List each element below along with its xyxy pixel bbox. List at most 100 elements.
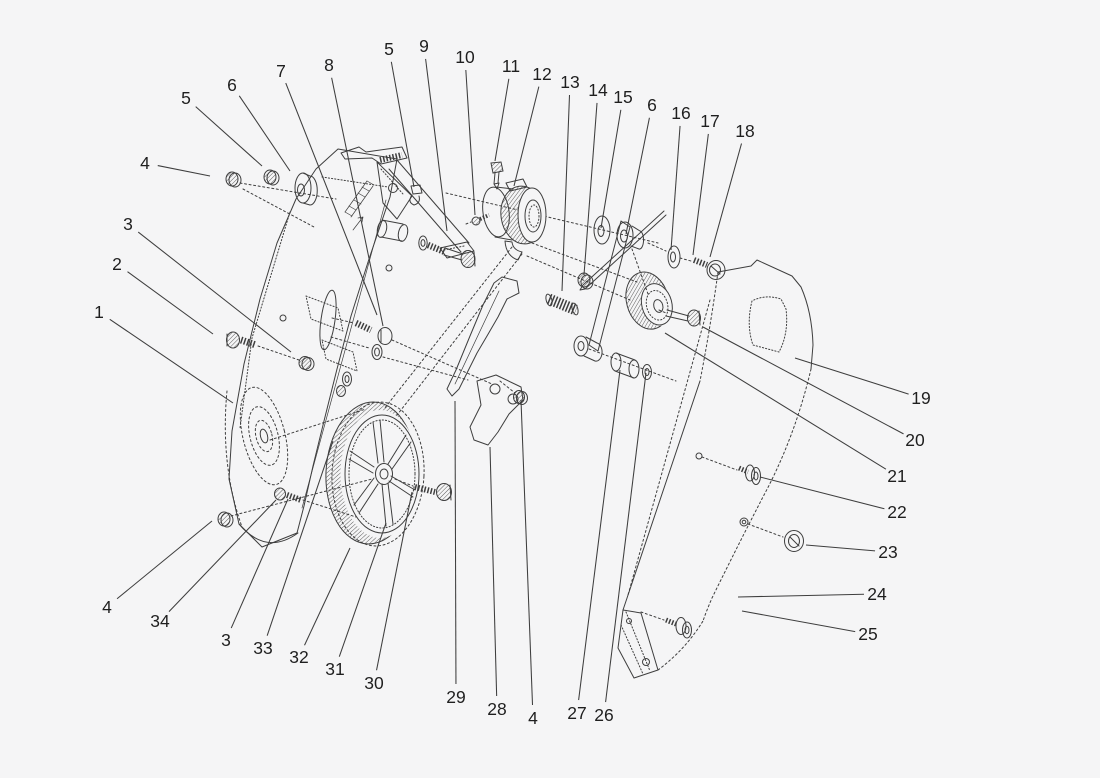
- top-bracket-assembly: [340, 146, 475, 259]
- belt-cover: [617, 259, 814, 679]
- callout-label-8: 8: [324, 55, 334, 75]
- leader-line-27: [578, 369, 621, 701]
- leader-line-4: [157, 165, 211, 177]
- bolt-11: [490, 161, 504, 190]
- callout-label-3: 3: [123, 214, 133, 234]
- blade-bracket-29: [446, 276, 520, 397]
- idler-arm: [588, 220, 631, 352]
- pulley-bolt: [687, 309, 701, 327]
- spacer-27: [610, 352, 640, 379]
- engine-pulley-assembly: [465, 161, 547, 261]
- leader-line-30: [376, 491, 413, 671]
- callout-label-3: 3: [221, 630, 231, 650]
- callout-label-34: 34: [150, 611, 170, 631]
- callout-label-21: 21: [887, 466, 906, 486]
- callout-label-25: 25: [858, 624, 877, 644]
- callout-label-16: 16: [671, 103, 690, 123]
- pivot-boss: [573, 335, 603, 362]
- clip-pin-5: [409, 184, 423, 206]
- callout-label-2: 2: [112, 254, 122, 274]
- flanged-bushing-6: [294, 172, 318, 206]
- callout-label-24: 24: [867, 584, 887, 604]
- leader-line-18: [709, 143, 743, 258]
- callout-label-11: 11: [502, 56, 520, 76]
- leader-line-2: [127, 271, 214, 335]
- support-bracket-28: [469, 374, 528, 446]
- leader-line-26: [605, 372, 647, 703]
- plate-fasteners: [298, 356, 352, 397]
- screw-25: [640, 611, 692, 639]
- bolt-3b: [274, 487, 303, 503]
- leader-line-3: [230, 498, 289, 629]
- leader-line-1: [109, 318, 234, 404]
- callout-label-19: 19: [911, 388, 930, 408]
- flanged-bushing-6b: [616, 221, 644, 250]
- callout-label-4: 4: [102, 597, 112, 617]
- belt-lines: [383, 242, 638, 420]
- leader-line-23: [805, 544, 876, 552]
- callout-label-1: 1: [94, 302, 104, 322]
- bolt-17-18: [692, 257, 726, 280]
- screw-10: [465, 213, 490, 226]
- friction-wheel: [217, 401, 452, 547]
- callout-label-4: 4: [140, 153, 150, 173]
- callout-label-27: 27: [567, 703, 586, 723]
- callout-label-13: 13: [560, 72, 579, 92]
- callout-label-20: 20: [905, 430, 925, 450]
- cover-foot: [617, 609, 704, 679]
- leader-line-31: [338, 522, 387, 657]
- leader-line-16: [670, 125, 681, 251]
- leader-line-20: [702, 326, 904, 435]
- leader-line-9: [425, 58, 448, 232]
- leader-line-8: [331, 77, 384, 327]
- spacer-and-bolt-9: [376, 192, 659, 268]
- leader-line-34: [168, 499, 277, 612]
- callout-label-18: 18: [735, 121, 754, 141]
- idler-arm-assembly: [573, 215, 726, 382]
- callout-label-9: 9: [419, 36, 429, 56]
- leader-line-5: [390, 61, 415, 188]
- leader-line-17: [692, 133, 709, 256]
- washer-16: [667, 245, 681, 269]
- screw-23: [739, 517, 804, 552]
- carriage-bolt-2: [226, 331, 300, 361]
- leader-line-14: [583, 102, 598, 276]
- callout-label-29: 29: [446, 687, 465, 707]
- leader-line-4: [116, 520, 213, 600]
- leader-line-19: [794, 357, 909, 395]
- callout-label-32: 32: [289, 647, 308, 667]
- callout-label-30: 30: [364, 673, 384, 693]
- leader-line-21: [664, 332, 887, 470]
- screw-22: [701, 456, 761, 485]
- gusset-plate: [376, 161, 413, 220]
- callout-label-5: 5: [181, 88, 191, 108]
- callout-label-31: 31: [325, 659, 344, 679]
- leader-line-22: [759, 476, 885, 510]
- leader-line-6: [238, 95, 291, 172]
- leader-line-3: [137, 231, 292, 353]
- callout-label-15: 15: [613, 87, 632, 107]
- callout-label-6: 6: [227, 75, 237, 95]
- callout-label-33: 33: [253, 638, 272, 658]
- callout-label-26: 26: [594, 705, 613, 725]
- callout-label-6: 6: [647, 95, 657, 115]
- leader-line-4: [520, 399, 534, 706]
- leader-line-15: [600, 109, 622, 229]
- leader-line-13: [561, 94, 571, 292]
- leader-line-32: [304, 547, 351, 646]
- leader-line-11: [494, 78, 510, 162]
- axle-bolt-30: [394, 478, 452, 501]
- leader-line-12: [513, 86, 540, 187]
- hex-nut-4b: [217, 511, 234, 528]
- leader-line-28: [489, 446, 498, 697]
- callout-label-22: 22: [887, 502, 906, 522]
- wheel-spokes: [348, 419, 416, 527]
- frame-rail: [388, 159, 470, 253]
- bolt-7-washer-8: [330, 317, 493, 385]
- leader-line-24: [737, 593, 865, 598]
- callout-label-10: 10: [455, 47, 475, 67]
- callout-label-17: 17: [700, 111, 719, 131]
- callout-label-14: 14: [588, 80, 608, 100]
